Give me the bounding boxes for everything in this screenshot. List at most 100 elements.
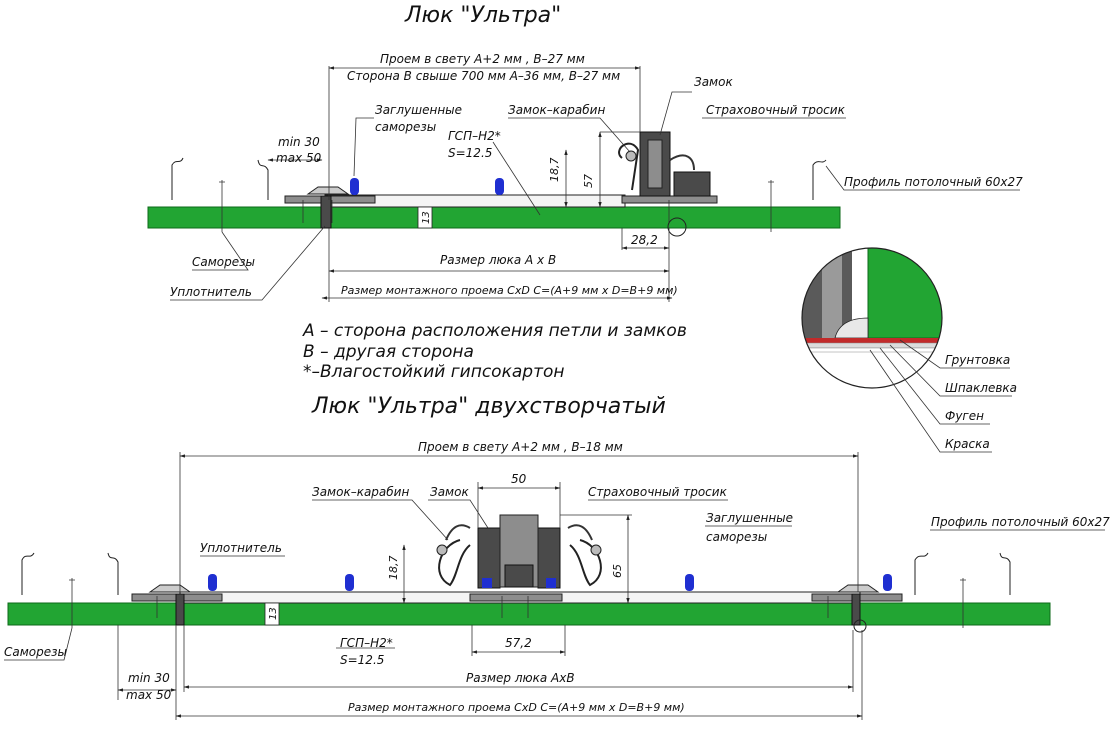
bottom-profile-left bbox=[21, 552, 35, 595]
bottom-label-safety-cable: Страховочный тросик bbox=[588, 485, 728, 499]
detail-view: Грунтовка Шпаклевка Фуген Краска bbox=[801, 247, 1017, 453]
top-profile-right bbox=[812, 159, 827, 200]
top-profile-left bbox=[171, 157, 184, 200]
top-seal-clip bbox=[306, 186, 350, 195]
bottom-dim-mount-size: Размер монтажного проема СхD С=(А+9 мм х… bbox=[348, 701, 685, 714]
bottom-drawing: Люк "Ультра" двухстворчатый bbox=[4, 394, 1110, 720]
top-label-screws: Саморезы bbox=[192, 255, 255, 269]
bottom-label-profile: Профиль потолочный 60х27 bbox=[931, 515, 1110, 529]
bottom-cable-left bbox=[445, 524, 471, 541]
top-label-lock: Замок bbox=[694, 75, 733, 89]
bottom-label-lock: Замок bbox=[430, 485, 469, 499]
legend-note: *–Влагостойкий гипсокартон bbox=[303, 362, 564, 382]
top-right-frame bbox=[621, 195, 718, 204]
top-drawing: Люк "Ультра" bbox=[147, 3, 1023, 302]
top-dim-min: min 30 bbox=[278, 135, 320, 149]
top-carbine bbox=[618, 142, 640, 191]
bottom-seal-clip-left bbox=[148, 584, 192, 593]
top-plug-1 bbox=[350, 178, 359, 195]
bottom-drywall-board bbox=[7, 602, 1051, 626]
top-dim-mount-size: Размер монтажного проема СхD С=(А+9 мм х… bbox=[341, 284, 678, 297]
top-dim-13: 13 bbox=[421, 211, 432, 224]
bottom-screw-2 bbox=[960, 578, 966, 628]
top-label-lock-carbine: Замок–карабин bbox=[508, 103, 605, 117]
bottom-label-plugged-2: саморезы bbox=[706, 530, 767, 544]
bottom-screw-1 bbox=[69, 578, 75, 628]
top-label-plugged-2: саморезы bbox=[375, 120, 436, 134]
bottom-dim-hatch-size: Размер люка АхВ bbox=[466, 671, 575, 685]
top-title: Люк "Ультра" bbox=[404, 3, 561, 28]
bottom-plug-4 bbox=[883, 574, 892, 591]
top-dim-28-2: 28,2 bbox=[631, 233, 658, 247]
top-label-gsp-1: ГСП–Н2* bbox=[448, 129, 501, 143]
top-cable bbox=[669, 154, 695, 171]
top-detail-mark bbox=[667, 217, 687, 237]
bottom-profile-left-2 bbox=[107, 552, 119, 595]
bottom-dim-65: 65 bbox=[611, 564, 624, 578]
top-label-profile: Профиль потолочный 60х27 bbox=[844, 175, 1023, 189]
bottom-left-seal bbox=[175, 593, 185, 626]
bottom-center-frame bbox=[469, 593, 563, 602]
bottom-label-plugged-1: Заглушенные bbox=[706, 511, 793, 525]
top-drywall-board bbox=[147, 206, 841, 229]
top-screw-1 bbox=[219, 180, 225, 232]
top-label-safety-cable: Страховочный тросик bbox=[706, 103, 846, 117]
bottom-plug-1 bbox=[208, 574, 217, 591]
bottom-profile-right bbox=[914, 552, 929, 595]
top-dim-18-7: 18,7 bbox=[548, 158, 561, 183]
bottom-title: Люк "Ультра" двухстворчатый bbox=[311, 394, 666, 419]
bottom-profile-right-2 bbox=[999, 552, 1011, 595]
bottom-plug-3 bbox=[685, 574, 694, 591]
detail-label-putty: Шпаклевка bbox=[945, 381, 1017, 395]
top-label-plugged-1: Заглушенные bbox=[375, 103, 462, 117]
top-lock-block bbox=[673, 171, 711, 197]
bottom-label-gsp-1: ГСП–Н2* bbox=[340, 636, 393, 650]
bottom-lock-assembly bbox=[436, 514, 602, 589]
legend-a: А – сторона расположения петли и замков bbox=[302, 321, 687, 341]
detail-label-fugen: Фуген bbox=[945, 409, 984, 423]
top-plug-2 bbox=[495, 178, 504, 195]
detail-label-paint: Краска bbox=[945, 437, 990, 451]
top-label-gsp-2: S=12.5 bbox=[448, 146, 492, 160]
bottom-dim-opening: Проем в свету А+2 мм , В–18 мм bbox=[418, 440, 623, 454]
top-dim-opening-1: Проем в свету А+2 мм , В–27 мм bbox=[380, 52, 585, 66]
bottom-label-gsp-2: S=12.5 bbox=[340, 653, 384, 667]
top-carbine-ring bbox=[625, 150, 637, 162]
top-screw-2 bbox=[768, 180, 774, 232]
bottom-dim-50: 50 bbox=[511, 472, 527, 486]
top-profile-left-2 bbox=[257, 159, 269, 200]
detail-primer bbox=[802, 338, 942, 343]
legend: А – сторона расположения петли и замков … bbox=[302, 321, 687, 382]
detail-label-primer: Грунтовка bbox=[945, 353, 1010, 367]
bottom-label-screws: Саморезы bbox=[4, 645, 67, 659]
top-lock-assembly bbox=[618, 131, 711, 197]
bottom-lock-base bbox=[504, 564, 534, 588]
bottom-lock-plug-r bbox=[546, 578, 556, 588]
bottom-dim-min: min 30 bbox=[128, 671, 170, 685]
bottom-dim-max: max 50 bbox=[126, 688, 172, 702]
bottom-plug-2 bbox=[345, 574, 354, 591]
bottom-cable-right bbox=[567, 524, 593, 541]
bottom-lock-plug-l bbox=[482, 578, 492, 588]
bottom-screw-5 bbox=[501, 596, 529, 618]
bottom-dim-57-2: 57,2 bbox=[505, 636, 532, 650]
top-dim-max: max 50 bbox=[276, 151, 322, 165]
bottom-dim-13: 13 bbox=[268, 607, 279, 620]
detail-circle bbox=[801, 247, 943, 389]
top-lock-plate bbox=[647, 139, 663, 189]
bottom-detail-mark bbox=[853, 619, 867, 633]
top-dim-opening-2: Сторона В свыше 700 мм А–36 мм, В–27 мм bbox=[347, 69, 620, 83]
bottom-label-lock-carbine: Замок–карабин bbox=[312, 485, 409, 499]
legend-b: В – другая сторона bbox=[303, 342, 474, 362]
top-label-seal: Уплотнитель bbox=[170, 285, 252, 299]
detail-fugen-fill bbox=[834, 317, 869, 339]
bottom-right-seal bbox=[851, 593, 861, 626]
detail-paint bbox=[802, 347, 942, 353]
bottom-dim-18-7: 18,7 bbox=[387, 556, 400, 581]
top-left-seal bbox=[320, 195, 332, 229]
top-dim-57: 57 bbox=[582, 174, 595, 188]
top-dim-hatch-size: Размер люка А х В bbox=[440, 253, 556, 267]
detail-putty bbox=[802, 342, 942, 349]
bottom-label-seal: Уплотнитель bbox=[200, 541, 282, 555]
